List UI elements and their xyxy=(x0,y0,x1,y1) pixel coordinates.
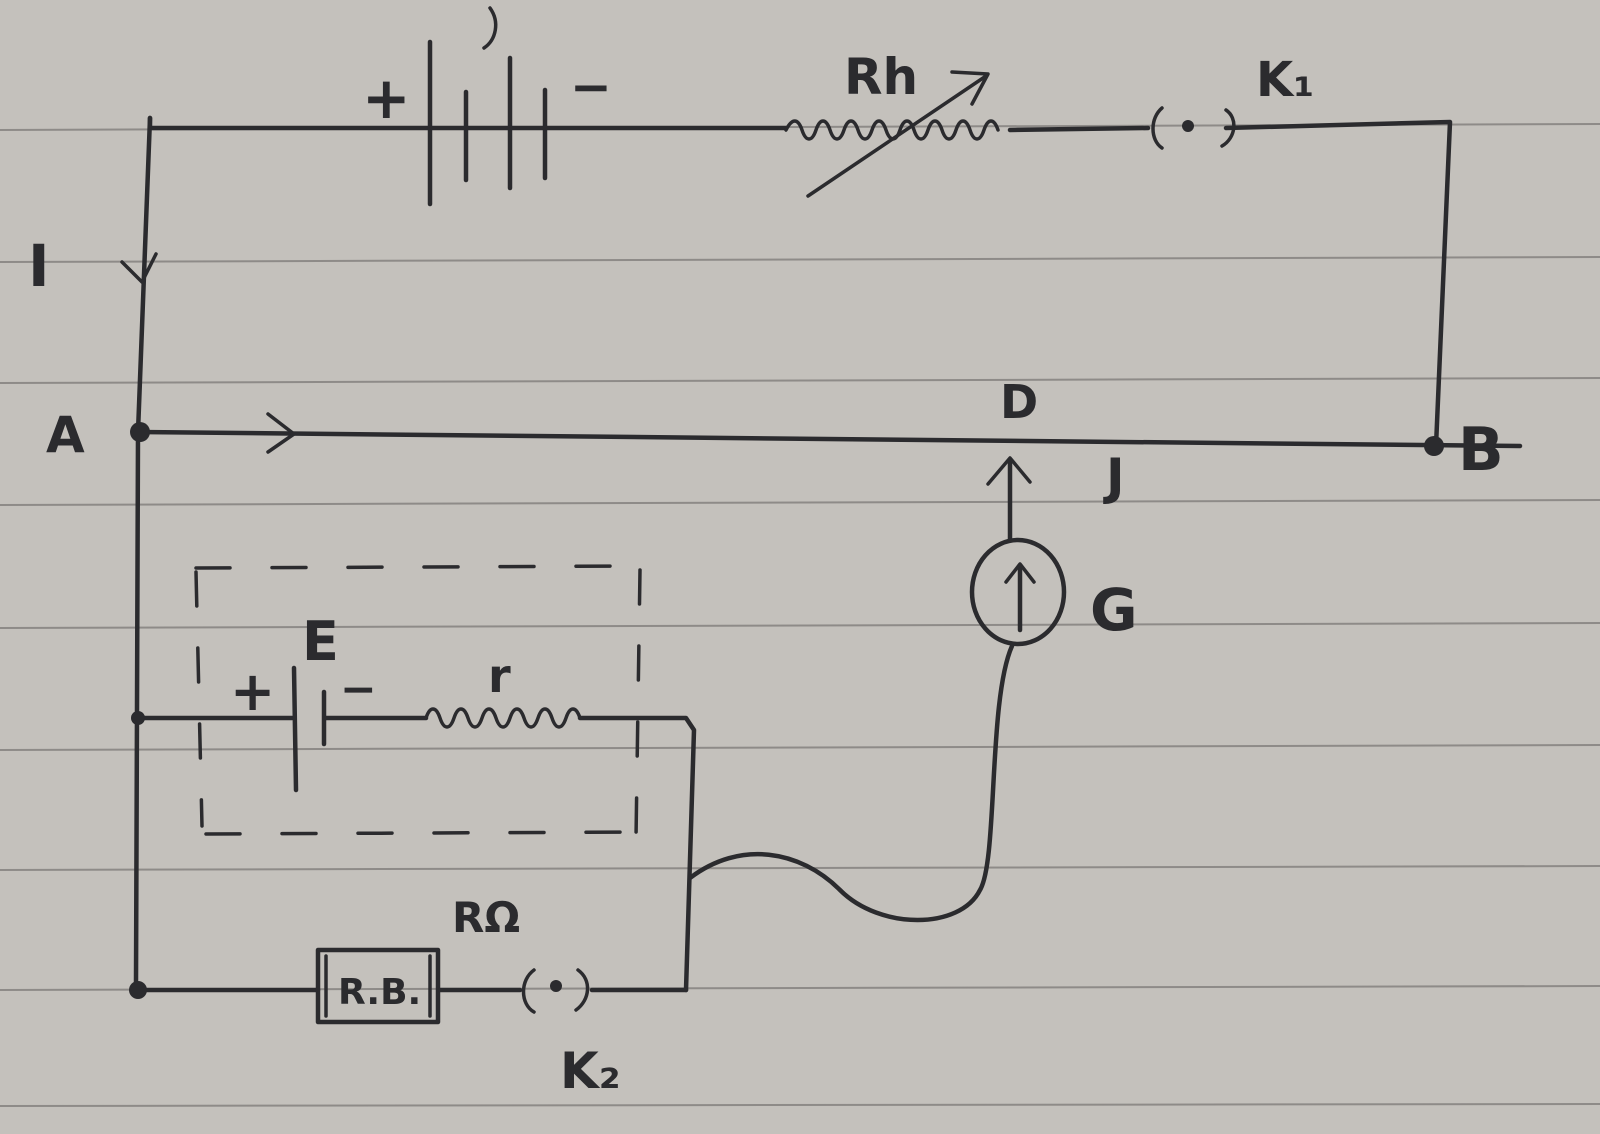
cell-minus-label: − xyxy=(340,664,377,715)
cell-plus-label: + xyxy=(230,660,275,723)
left-vertical-wire xyxy=(133,115,153,985)
jockey-label: J xyxy=(1103,448,1125,506)
battery-plus-label: + xyxy=(362,64,411,132)
key-two-label: K₂ xyxy=(560,1042,621,1100)
primary-circuit: + − Rh K₁ I xyxy=(28,6,1453,985)
cell-left-node xyxy=(131,711,145,725)
node-a xyxy=(130,422,150,442)
galvanometer-lead xyxy=(687,643,1015,923)
resistance-box-icon xyxy=(315,947,441,1025)
resistance-label: RΩ xyxy=(452,893,520,942)
internal-resistor-icon xyxy=(424,707,582,729)
node-a-label: A xyxy=(46,406,85,464)
battery-icon xyxy=(427,6,548,207)
cell-icon xyxy=(133,665,429,793)
cell-emf-label: E xyxy=(302,610,339,673)
primary-wire-right xyxy=(1223,119,1453,449)
wire-direction-arrow xyxy=(266,412,296,454)
key-one-label: K₁ xyxy=(1256,52,1314,108)
jockey-point-label: D xyxy=(1000,375,1038,429)
primary-wire-rheostat-key xyxy=(1007,125,1151,133)
notebook-ruled-lines xyxy=(0,123,1600,1107)
variable-resistor-icon xyxy=(784,70,1000,198)
current-arrow xyxy=(120,252,158,284)
bottom-left-node xyxy=(129,981,147,999)
resistance-box-label: R.B. xyxy=(338,972,421,1013)
wire-ab xyxy=(135,429,1523,449)
internal-resistance-label: r xyxy=(488,649,511,703)
potentiometer-wire xyxy=(130,412,1523,456)
galvanometer-icon xyxy=(969,537,1067,647)
galvanometer-label: G xyxy=(1090,576,1138,644)
node-b-label: B xyxy=(1458,415,1504,485)
plug-key-icon-two xyxy=(521,968,590,1014)
rheostat-label: Rh xyxy=(844,48,918,106)
battery-minus-label: − xyxy=(570,58,612,116)
node-b xyxy=(1424,436,1444,456)
plug-key-icon xyxy=(1151,106,1236,150)
secondary-circuit: + − E r R.B. RΩ K₂ xyxy=(129,564,697,1100)
current-label: I xyxy=(28,232,50,300)
cell-right-wire xyxy=(577,715,697,993)
jockey-arrow-icon xyxy=(986,456,1032,543)
